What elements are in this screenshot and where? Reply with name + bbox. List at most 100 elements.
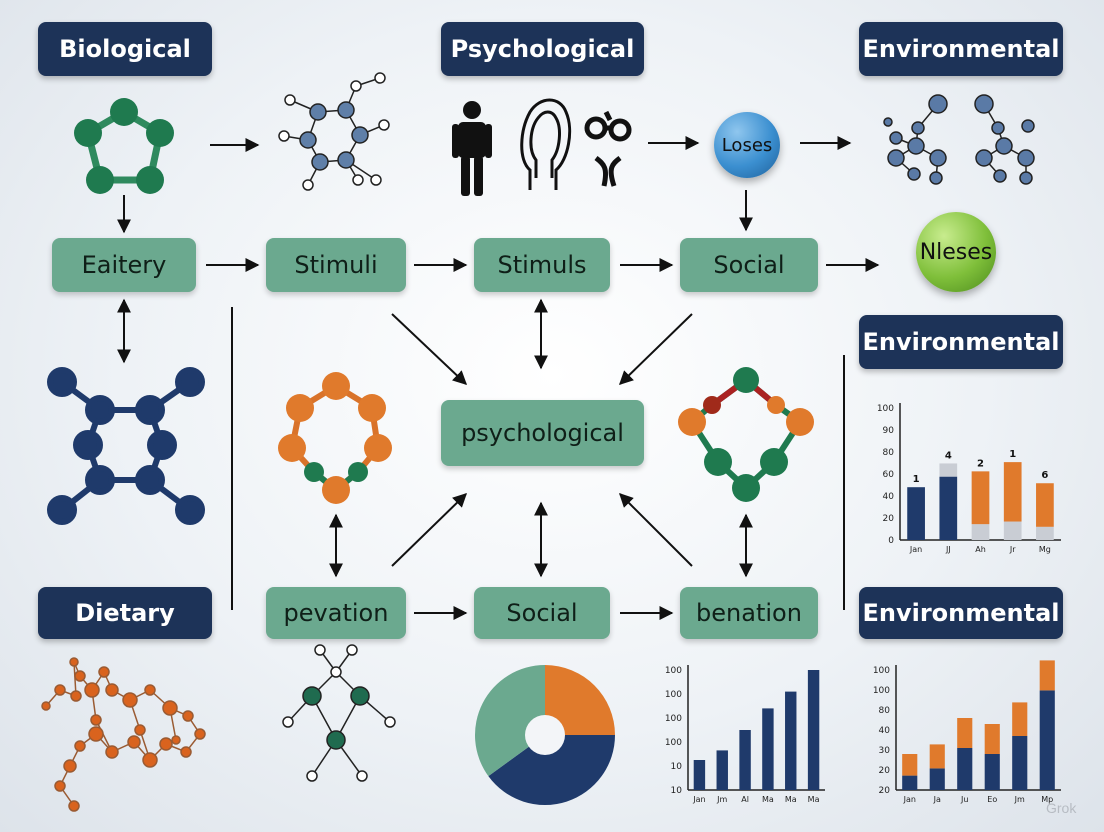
bar: [1039, 690, 1055, 790]
y-tick-label: 100: [877, 404, 894, 414]
x-tick-label: Jr: [1009, 545, 1016, 554]
node-psychological-center: psychological: [441, 400, 644, 466]
bar: [1036, 526, 1054, 540]
x-tick-label: Jan: [692, 795, 705, 804]
y-tick-label: 80: [879, 706, 891, 716]
x-tick-label: Ah: [975, 545, 986, 554]
person-icon: [452, 101, 492, 196]
y-tick-label: 100: [665, 666, 682, 676]
bar: [902, 754, 918, 776]
x-tick-label: Jan: [903, 795, 916, 804]
y-tick-label: 100: [665, 714, 682, 724]
x-tick-label: Ma: [785, 795, 797, 804]
x-tick-label: Ja: [933, 795, 941, 804]
data-label: 4: [945, 450, 952, 461]
green-orange-molecule-icon: [678, 367, 814, 502]
y-tick-label: 40: [879, 726, 891, 736]
header-environmental-top: Environmental: [859, 22, 1063, 76]
x-tick-label: Al: [741, 795, 749, 804]
x-tick-label: Jan: [909, 545, 922, 554]
network-node-icon: [282, 644, 396, 782]
bar: [785, 691, 797, 790]
bar: [807, 670, 820, 790]
hexagon-molecule-icon: [47, 367, 205, 525]
bar: [762, 708, 774, 790]
bar: [929, 768, 945, 790]
bar: [739, 730, 751, 790]
pentagon-molecule-icon: [74, 98, 174, 194]
y-tick-label: 100: [665, 690, 682, 700]
y-tick-label: 20: [879, 786, 891, 796]
watermark: Grok: [1046, 800, 1077, 816]
bar: [1003, 462, 1022, 522]
header-psychological: Psychological: [441, 22, 644, 76]
bar: [971, 524, 990, 540]
node-social-bottom: Social: [474, 587, 610, 639]
bar: [1012, 702, 1028, 736]
y-tick-label: 100: [873, 686, 890, 696]
x-tick-label: Ma: [808, 795, 820, 804]
data-label: 1: [913, 474, 920, 485]
bar: [902, 775, 918, 790]
bar: [984, 754, 1000, 790]
data-label: 2: [977, 458, 984, 469]
data-label: 1: [1009, 449, 1016, 460]
header-biological: Biological: [38, 22, 212, 76]
y-tick-label: 60: [883, 470, 895, 480]
orange-chain-molecule-icon: [41, 657, 206, 812]
y-tick-label: 20: [883, 514, 895, 524]
node-pevation: pevation: [266, 587, 406, 639]
stick-figure-icon: [584, 110, 632, 187]
bar: [1039, 660, 1055, 691]
node-social-top: Social: [680, 238, 818, 292]
y-tick-label: 0: [888, 536, 894, 546]
pie-slice: [488, 735, 615, 805]
header-environmental-mid: Environmental: [859, 315, 1063, 369]
y-tick-label: 90: [883, 426, 895, 436]
donut-hole: [525, 715, 565, 755]
network-molecule-icon: [278, 72, 390, 191]
node-stimuli: Stimuli: [266, 238, 406, 292]
arrow: [391, 493, 468, 567]
x-tick-label: Ju: [960, 795, 968, 804]
y-tick-label: 100: [873, 666, 890, 676]
molecule-cluster-icon: [883, 94, 1035, 185]
head-profile-icon: [520, 98, 572, 190]
x-tick-label: Mp: [1041, 795, 1053, 804]
bar: [939, 476, 958, 540]
x-tick-label: Mg: [1039, 545, 1051, 554]
pie-slice: [475, 665, 545, 777]
header-dietary: Dietary: [38, 587, 212, 639]
bar: [1003, 521, 1022, 540]
bar: [1012, 736, 1028, 790]
y-tick-label: 10: [671, 786, 683, 796]
bar: [957, 748, 973, 790]
x-tick-label: Ma: [762, 795, 774, 804]
y-tick-label: 30: [879, 746, 891, 756]
arrow: [619, 493, 693, 567]
node-stimuls: Stimuls: [474, 238, 610, 292]
node-benation: benation: [680, 587, 818, 639]
bar: [957, 718, 973, 748]
x-tick-label: Jm: [716, 795, 727, 804]
orange-ring-molecule-icon: [278, 372, 392, 504]
header-environmental-bottom: Environmental: [859, 587, 1063, 639]
bar: [716, 750, 728, 790]
y-tick-label: 20: [879, 766, 891, 776]
bar: [971, 471, 990, 525]
bar: [939, 463, 958, 477]
donut-chart: [475, 665, 615, 805]
y-tick-label: 80: [883, 448, 895, 458]
pie-slice: [545, 665, 615, 735]
arrow: [391, 313, 468, 385]
x-tick-label: Jm: [1014, 795, 1025, 804]
y-tick-label: 40: [883, 492, 895, 502]
bar: [984, 724, 1000, 754]
x-tick-label: Eo: [987, 795, 997, 804]
data-label: 6: [1041, 470, 1048, 481]
node-eaitery: Eaitery: [52, 238, 196, 292]
